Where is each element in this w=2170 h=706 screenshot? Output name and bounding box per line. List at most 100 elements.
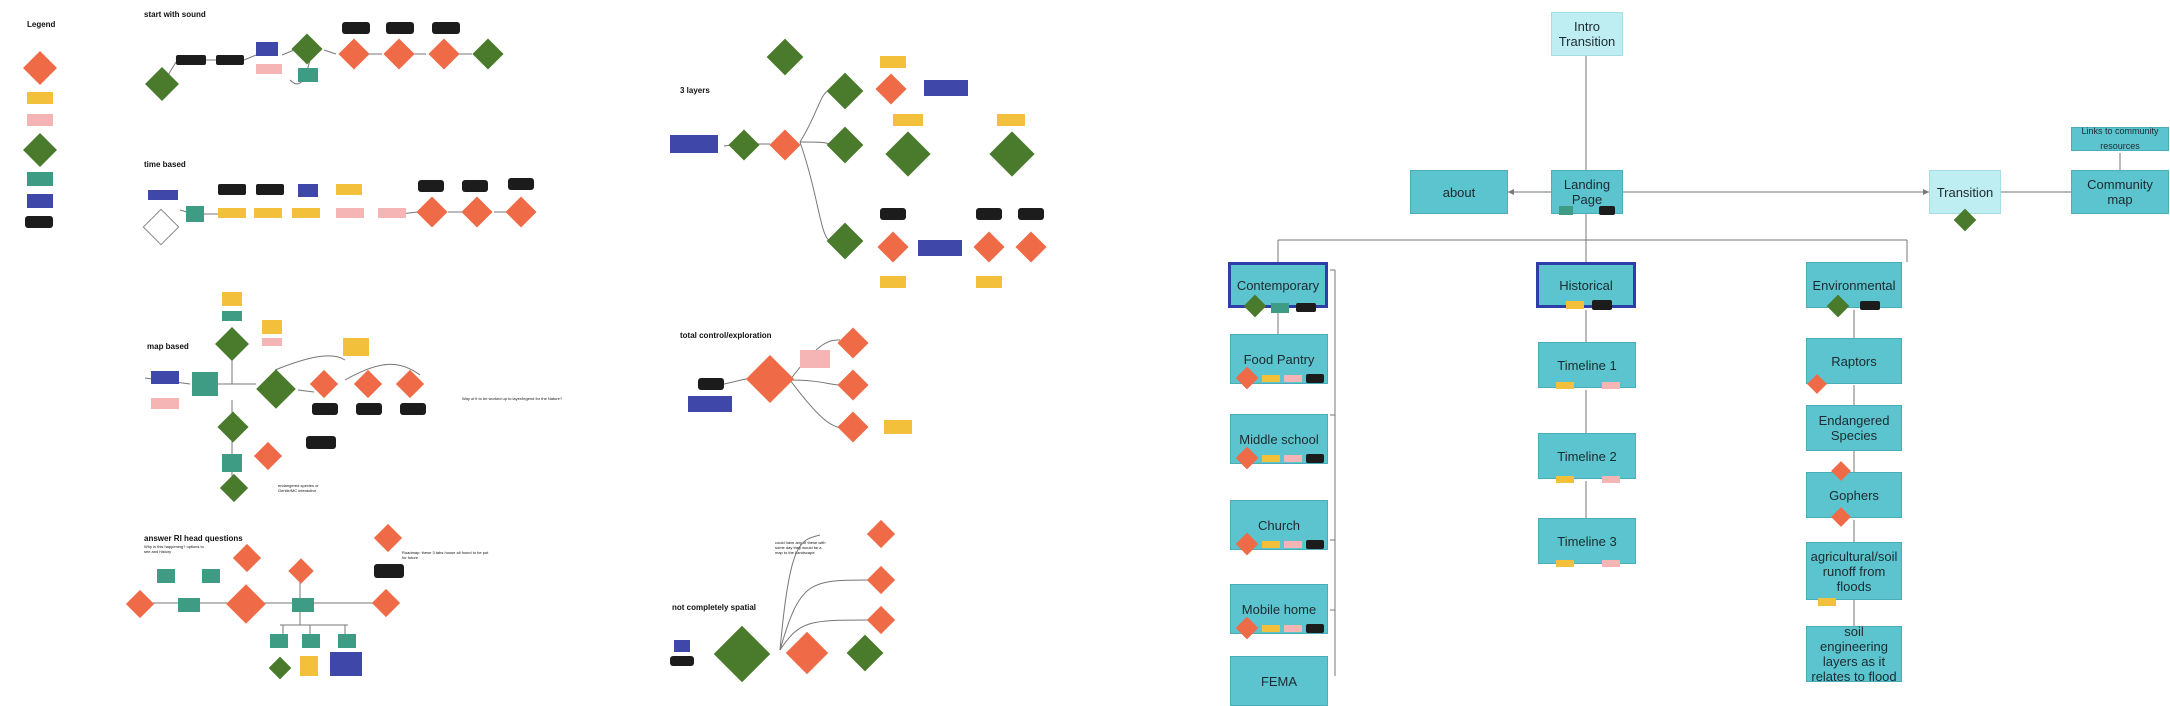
flow-box — [462, 180, 488, 192]
community-map-node[interactable]: Community map — [2071, 170, 2169, 214]
node-chip — [1556, 382, 1574, 389]
flow-box — [222, 311, 242, 321]
flow-box — [698, 378, 724, 390]
node-chip — [1599, 206, 1615, 215]
legend-sticky-yellow — [27, 92, 53, 104]
section-time-based: time based — [144, 160, 186, 169]
endangered-note: endangered species or Gentle/MC interact… — [278, 483, 319, 493]
flow-box — [356, 403, 382, 415]
flow-box — [342, 22, 370, 34]
timeline-3-node[interactable]: Timeline 3 — [1538, 518, 1636, 564]
raptors-node[interactable]: Raptors — [1806, 338, 1902, 384]
about-node[interactable]: about — [1410, 170, 1508, 214]
legend-box-blue — [27, 194, 53, 208]
fema-node[interactable]: FEMA — [1230, 656, 1328, 706]
flow-box — [218, 184, 246, 195]
flow-sticky — [256, 64, 282, 74]
flow-box — [178, 598, 200, 612]
flow-box — [216, 55, 244, 65]
node-chip — [1602, 476, 1620, 483]
arrow-right-icon — [1923, 189, 1929, 195]
section-answer-ri: answer RI head questions — [144, 534, 243, 543]
section-not-spatial: not completely spatial — [672, 603, 757, 612]
flow-sticky — [880, 56, 906, 68]
flow-box — [374, 564, 404, 578]
flow-sticky — [262, 338, 282, 346]
gophers-node[interactable]: Gophers — [1806, 472, 1902, 518]
flow-sticky — [300, 656, 318, 676]
flow-box — [186, 206, 204, 222]
node-chip — [1262, 375, 1280, 382]
flow-sticky — [254, 208, 282, 218]
flow-box — [302, 634, 320, 648]
section-total-control: total control/exploration — [680, 331, 772, 340]
node-chip — [1296, 303, 1316, 312]
node-chip — [1556, 476, 1574, 483]
flow-box — [508, 178, 534, 190]
flow-sticky — [292, 208, 320, 218]
flow-box — [270, 634, 288, 648]
section-map-based: map based — [147, 342, 189, 351]
flow-box — [148, 190, 178, 200]
soil-engineering-node[interactable]: soil engineering layers as it relates to… — [1806, 624, 1902, 684]
flow-sticky — [336, 184, 362, 195]
flow-sticky — [800, 350, 830, 368]
ri-questions-note: Why is this happening? options to see an… — [144, 544, 204, 554]
timeline-2-node[interactable]: Timeline 2 — [1538, 433, 1636, 479]
legend-box-black — [25, 216, 53, 228]
flow-box — [418, 180, 444, 192]
flow-sticky — [893, 114, 923, 126]
agricultural-runoff-node[interactable]: agricultural/soil runoff from floods — [1806, 542, 1902, 600]
node-chip — [1284, 455, 1302, 462]
flow-sticky — [262, 320, 282, 334]
node-chip — [1306, 374, 1324, 383]
flow-box — [151, 371, 179, 384]
connector-layer — [144, 49, 2121, 676]
legend-title: Legend — [27, 20, 56, 29]
flow-sticky — [378, 208, 406, 218]
node-chip — [1602, 382, 1620, 389]
flow-box — [176, 55, 206, 65]
timeline-1-node[interactable]: Timeline 1 — [1538, 342, 1636, 388]
node-chip — [1818, 598, 1836, 606]
flow-box — [157, 569, 175, 583]
ri-note: Roadmap: these 3 tabs house all found to… — [402, 550, 489, 560]
flow-box — [386, 22, 414, 34]
node-chip — [1559, 206, 1573, 215]
flow-sticky — [884, 420, 912, 434]
flow-box — [222, 454, 242, 472]
flow-sticky — [218, 208, 246, 218]
flow-box — [202, 569, 220, 583]
intro-transition-node[interactable]: Intro Transition — [1551, 12, 1623, 56]
flow-box — [976, 208, 1002, 220]
flow-box — [880, 208, 906, 220]
flow-box — [312, 403, 338, 415]
flow-box — [924, 80, 968, 96]
section-three-layers: 3 layers — [680, 86, 710, 95]
flow-box — [688, 396, 732, 412]
node-chip — [1306, 624, 1324, 633]
environmental-node[interactable]: Environmental — [1806, 262, 1902, 308]
legend-sticky-pink — [27, 114, 53, 126]
map-note: Way of it to be worked up to layer/legen… — [462, 396, 563, 401]
historical-node[interactable]: Historical — [1536, 262, 1636, 308]
node-chip — [1860, 301, 1880, 310]
endangered-species-node[interactable]: Endangered Species — [1806, 405, 1902, 451]
flow-sticky — [222, 292, 242, 306]
links-node[interactable]: Links to community resources — [2071, 126, 2169, 151]
contemporary-node[interactable]: Contemporary — [1228, 262, 1328, 308]
flow-box — [256, 184, 284, 195]
flow-box — [298, 184, 318, 197]
node-chip — [1306, 454, 1324, 463]
legend-box-teal — [27, 172, 53, 186]
flow-box — [330, 652, 362, 676]
whiteboard-canvas[interactable] — [0, 0, 2170, 676]
transition-node[interactable]: Transition — [1929, 170, 2001, 214]
node-chip — [1306, 540, 1324, 549]
flow-box — [400, 403, 426, 415]
flow-sticky — [151, 398, 179, 409]
flow-box — [256, 42, 278, 56]
node-chip — [1262, 625, 1280, 632]
flow-box — [674, 640, 690, 652]
flow-box — [918, 240, 962, 256]
